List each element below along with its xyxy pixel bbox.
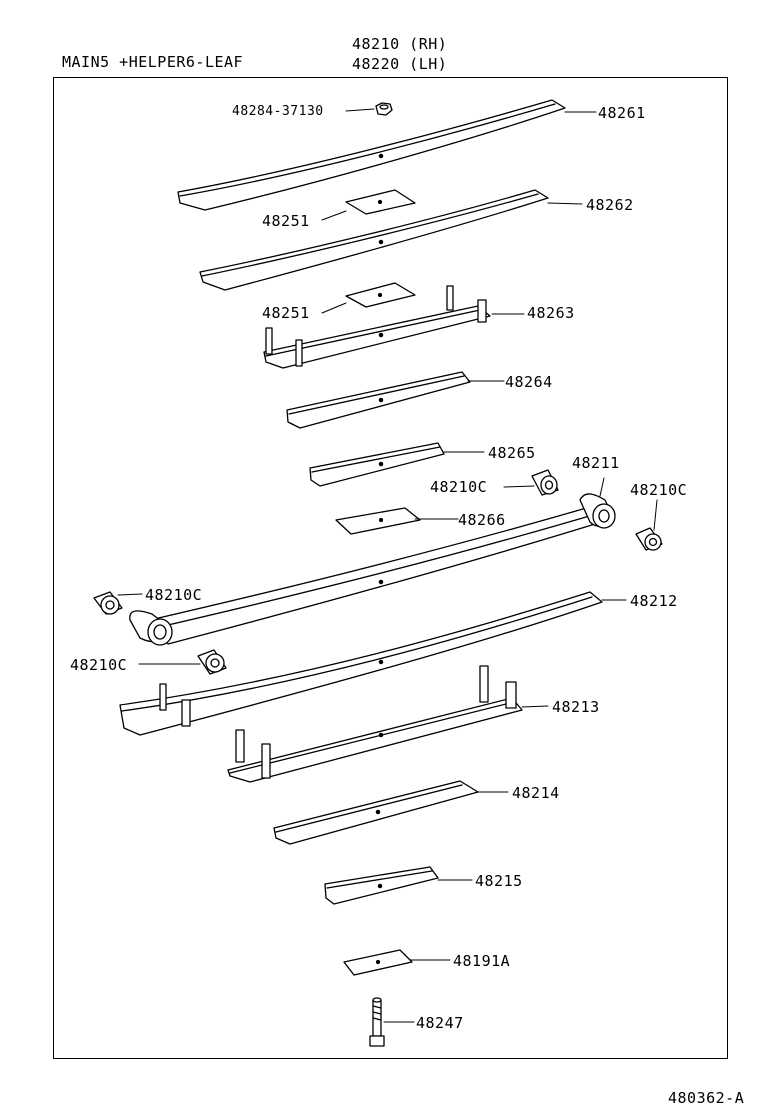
leaf-48266[interactable] <box>335 507 421 535</box>
leaf-48215[interactable] <box>324 866 439 905</box>
callout-48211[interactable]: 48211 <box>572 454 620 472</box>
callout-48210c-lower[interactable]: 48210C <box>70 656 128 674</box>
callout-48261[interactable]: 48261 <box>598 104 646 122</box>
leaf-48263[interactable] <box>263 285 491 369</box>
leader-lines <box>117 108 658 1023</box>
leaf-48211[interactable] <box>129 493 616 646</box>
insert-48251-upper[interactable] <box>345 189 416 215</box>
diagram-code: 480362-A <box>668 1089 745 1107</box>
callout-48213[interactable]: 48213 <box>552 698 600 716</box>
callout-48262[interactable]: 48262 <box>586 196 634 214</box>
callout-48214[interactable]: 48214 <box>512 784 560 802</box>
insert-48251-lower[interactable] <box>345 282 416 308</box>
leaf-48264[interactable] <box>286 371 471 429</box>
bushing-48210c-mid[interactable] <box>531 469 559 496</box>
spacer-48191a[interactable] <box>343 949 413 976</box>
bushing-48210c-lower[interactable] <box>197 649 227 675</box>
callout-48212[interactable]: 48212 <box>630 592 678 610</box>
callout-48265[interactable]: 48265 <box>488 444 536 462</box>
callout-nut[interactable]: 48284-37130 <box>232 104 324 119</box>
callout-48210c-right[interactable]: 48210C <box>630 481 688 499</box>
callout-48251-upper[interactable]: 48251 <box>262 212 310 230</box>
nut-part[interactable] <box>375 102 393 116</box>
leaf-48214[interactable] <box>273 780 479 845</box>
callout-48251-lower[interactable]: 48251 <box>262 304 310 322</box>
callout-48191a[interactable]: 48191A <box>453 952 511 970</box>
callout-48247[interactable]: 48247 <box>416 1014 464 1032</box>
spec-label: MAIN5 +HELPER6-LEAF <box>62 53 244 71</box>
assembly-lh-label: 48220 (LH) <box>352 55 448 73</box>
assembly-rh-label: 48210 (RH) <box>352 35 448 53</box>
bushing-48210c-left[interactable] <box>93 591 123 615</box>
callout-48266[interactable]: 48266 <box>458 511 506 529</box>
callout-48264[interactable]: 48264 <box>505 373 553 391</box>
callout-48263[interactable]: 48263 <box>527 304 575 322</box>
leaf-48213[interactable] <box>227 665 523 783</box>
leaf-48262[interactable] <box>199 189 549 291</box>
callout-48210c-left[interactable]: 48210C <box>145 586 203 604</box>
diagram-frame <box>53 77 728 1059</box>
callout-48215[interactable]: 48215 <box>475 872 523 890</box>
bushing-48210c-right[interactable] <box>635 527 663 551</box>
leaf-48265[interactable] <box>309 442 445 487</box>
leaf-48261[interactable] <box>177 99 566 211</box>
callout-48210c-mid[interactable]: 48210C <box>430 478 488 496</box>
leaf-48212[interactable] <box>119 591 603 736</box>
center-bolt-48247[interactable] <box>369 997 385 1047</box>
